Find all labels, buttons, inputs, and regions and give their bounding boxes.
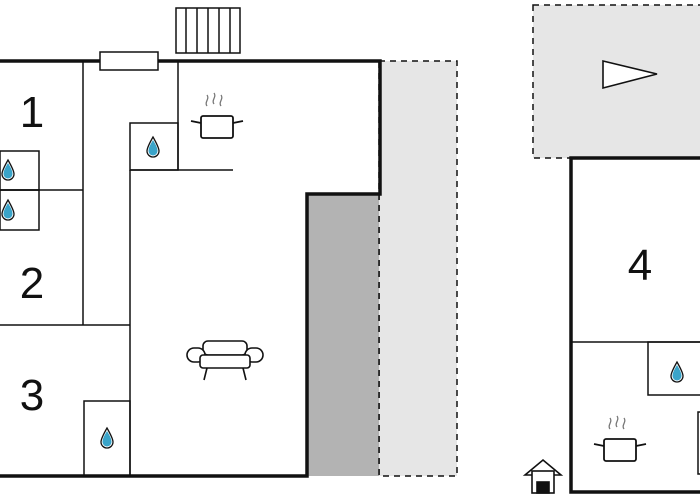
outer-wall-right-building xyxy=(569,156,700,494)
cooking-pot-icon xyxy=(190,92,244,139)
covered-area xyxy=(307,194,379,476)
water-drop-icon xyxy=(1,199,15,221)
inner-walls xyxy=(0,61,233,477)
water-drop-icon xyxy=(670,361,684,383)
terrace-right-of-house xyxy=(378,60,458,477)
water-drop-icon xyxy=(100,427,114,449)
room-number-4: 4 xyxy=(628,241,652,290)
radiator-icon xyxy=(175,7,241,54)
play-direction-icon xyxy=(602,59,658,90)
room-number-1: 1 xyxy=(20,88,44,137)
cooking-pot-icon xyxy=(593,415,647,462)
inner-walls-right xyxy=(571,341,700,475)
room-number-3: 3 xyxy=(20,371,44,420)
window-icon xyxy=(99,51,159,71)
room-number-2: 2 xyxy=(20,259,44,308)
house-icon xyxy=(522,458,564,494)
outer-wall-left-building xyxy=(0,59,382,478)
water-drop-icon xyxy=(146,136,160,158)
water-drop-icon xyxy=(1,159,15,181)
sofa-icon xyxy=(186,340,264,381)
